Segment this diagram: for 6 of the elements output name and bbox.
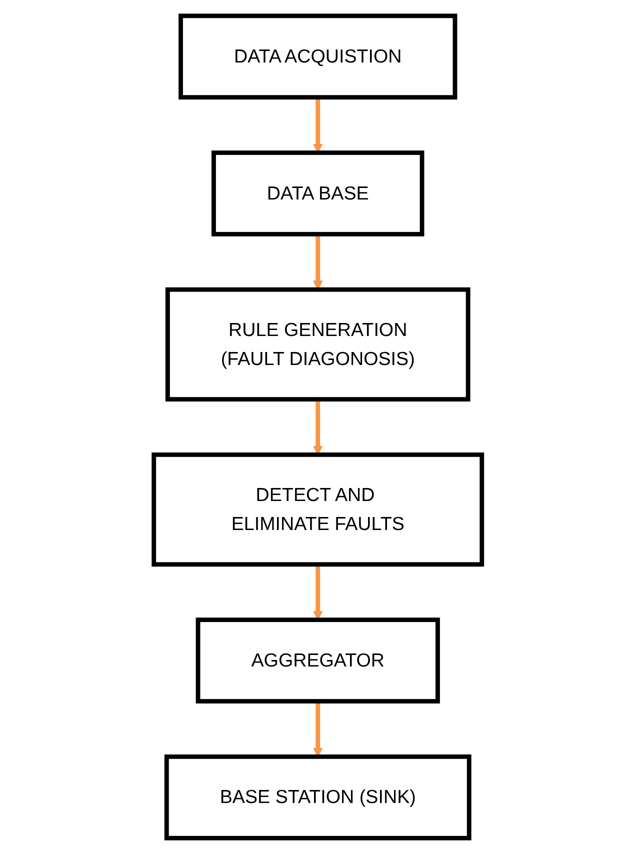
node-box: DETECT AND ELIMINATE FAULTS bbox=[152, 452, 484, 566]
node-box: DATA ACQUISTION bbox=[178, 13, 458, 100]
node-box: RULE GENERATION (FAULT DIAGONOSIS) bbox=[166, 286, 470, 401]
node-box: BASE STATION (SINK) bbox=[164, 754, 472, 840]
node-box: AGGREGATOR bbox=[196, 617, 440, 703]
node-box: DATA BASE bbox=[212, 150, 424, 236]
